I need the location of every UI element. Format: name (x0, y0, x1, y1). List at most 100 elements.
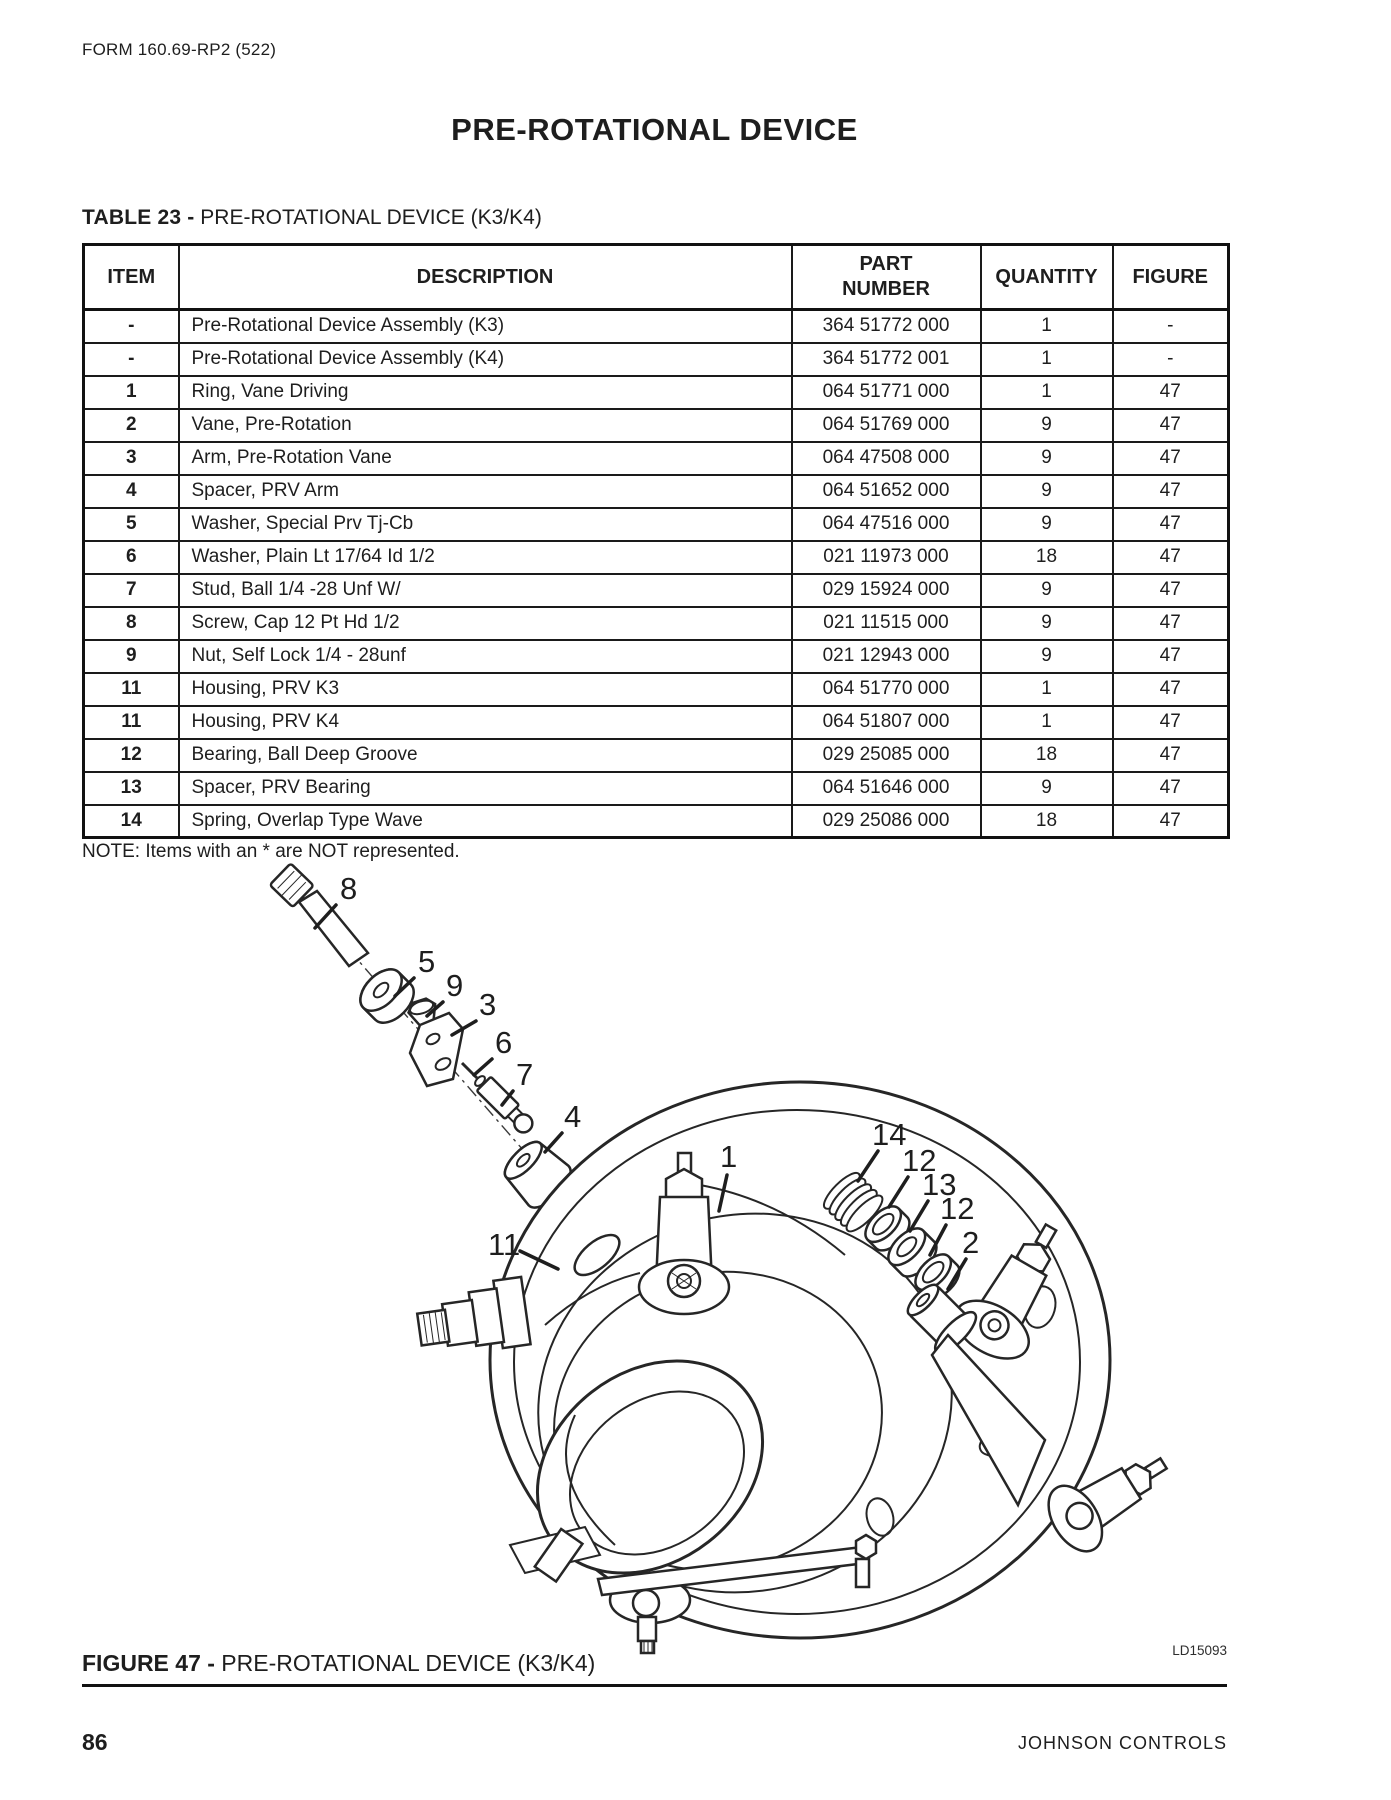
table-body: -Pre-Rotational Device Assembly (K3)364 … (82, 308, 1230, 839)
col-header-quantity: QUANTITY (979, 243, 1114, 311)
cell-quantity: 9 (979, 506, 1114, 542)
callout-3: 3 (479, 987, 496, 1022)
footer-brand: JOHNSON CONTROLS (1017, 1733, 1227, 1753)
table-caption: TABLE 23 - PRE-ROTATIONAL DEVICE (K3/K4) (82, 206, 542, 230)
cell-item: 1 (82, 374, 180, 410)
cell-description: Stud, Ball 1/4 -28 Unf W/ (177, 572, 793, 608)
cell-item: 2 (82, 407, 180, 443)
page-number: 86 (82, 1729, 108, 1755)
cell-description: Pre-Rotational Device Assembly (K4) (177, 341, 793, 377)
cell-figure: 47 (1111, 440, 1230, 476)
cell-item: - (82, 308, 180, 344)
col-header-part-number: PART NUMBER (790, 243, 982, 311)
col-header-figure: FIGURE (1111, 243, 1230, 311)
cell-figure: 47 (1111, 506, 1230, 542)
cell-part-number: 064 51646 000 (790, 770, 982, 806)
cell-part-number: 021 12943 000 (790, 638, 982, 674)
cell-figure: 47 (1111, 407, 1230, 443)
figure-caption-text: PRE-ROTATIONAL DEVICE (K3/K4) (214, 1650, 596, 1676)
cell-item: 8 (82, 605, 180, 641)
cell-part-number: 029 25086 000 (790, 803, 982, 839)
cell-quantity: 9 (979, 440, 1114, 476)
cell-quantity: 18 (979, 803, 1114, 839)
cell-quantity: 9 (979, 638, 1114, 674)
cell-quantity: 9 (979, 407, 1114, 443)
cell-item: 4 (82, 473, 180, 509)
callout-9: 9 (446, 968, 463, 1003)
cell-description: Nut, Self Lock 1/4 - 28unf (177, 638, 793, 674)
cell-part-number: 064 51652 000 (790, 473, 982, 509)
cell-description: Spacer, PRV Arm (177, 473, 793, 509)
page-title: PRE-ROTATIONAL DEVICE (451, 112, 858, 147)
cell-quantity: 1 (979, 671, 1114, 707)
callout-12a: 12 (902, 1143, 936, 1178)
cell-quantity: 1 (979, 308, 1114, 344)
callout-5: 5 (418, 944, 435, 979)
cell-quantity: 18 (979, 737, 1114, 773)
callout-6: 6 (495, 1025, 512, 1060)
part-vane-2 (906, 1283, 1047, 1508)
parts-table-container: ITEM DESCRIPTION PART NUMBER QUANTITY FI… (82, 243, 1230, 839)
cell-quantity: 1 (979, 374, 1114, 410)
cell-item: 6 (82, 539, 180, 575)
cell-part-number: 064 47516 000 (790, 506, 982, 542)
col-header-item: ITEM (82, 243, 180, 311)
vane-arm-assembly-lower-right (1047, 1456, 1169, 1553)
vane-arm-assembly-top (637, 1151, 731, 1316)
cell-part-number: 064 51770 000 (790, 671, 982, 707)
col-header-description: DESCRIPTION (177, 243, 793, 311)
callout-8: 8 (340, 871, 357, 906)
table-header-row: ITEM DESCRIPTION PART NUMBER QUANTITY FI… (82, 243, 1230, 311)
table-note: NOTE: Items with an * are NOT represente… (82, 841, 460, 862)
cell-item: 12 (82, 737, 180, 773)
cell-figure: 47 (1111, 572, 1230, 608)
cell-description: Washer, Plain Lt 17/64 Id 1/2 (177, 539, 793, 575)
cell-figure: 47 (1111, 374, 1230, 410)
cell-quantity: 9 (979, 770, 1114, 806)
cell-description: Pre-Rotational Device Assembly (K3) (177, 308, 793, 344)
cell-figure: 47 (1111, 704, 1230, 740)
cell-item: 13 (82, 770, 180, 806)
cell-quantity: 9 (979, 572, 1114, 608)
cell-description: Spacer, PRV Bearing (177, 770, 793, 806)
cell-quantity: 9 (979, 605, 1114, 641)
cell-figure: - (1111, 308, 1230, 344)
cell-description: Housing, PRV K3 (177, 671, 793, 707)
cell-description: Spring, Overlap Type Wave (177, 803, 793, 839)
cell-quantity: 18 (979, 539, 1114, 575)
cell-quantity: 9 (979, 473, 1114, 509)
cell-part-number: 064 51771 000 (790, 374, 982, 410)
figure-caption: FIGURE 47 - PRE-ROTATIONAL DEVICE (K3/K4… (82, 1650, 595, 1677)
cell-part-number: 029 25085 000 (790, 737, 982, 773)
cell-figure: 47 (1111, 473, 1230, 509)
part-arm-3 (408, 1011, 465, 1088)
cell-part-number: 064 47508 000 (790, 440, 982, 476)
cell-item: 7 (82, 572, 180, 608)
callout-2: 2 (962, 1225, 979, 1260)
cell-part-number: 021 11515 000 (790, 605, 982, 641)
cell-part-number: 364 51772 001 (790, 341, 982, 377)
callout-12b: 12 (940, 1191, 974, 1226)
figure-caption-number: FIGURE 47 - (82, 1650, 215, 1676)
callout-1: 1 (720, 1139, 737, 1174)
exploded-view-figure: 8 5 9 3 6 7 4 1 11 14 12 13 12 (269, 863, 1169, 1655)
cell-part-number: 064 51807 000 (790, 704, 982, 740)
cell-figure: 47 (1111, 803, 1230, 839)
callout-11: 11 (488, 1227, 520, 1262)
cell-item: 14 (82, 803, 180, 839)
cell-figure: - (1111, 341, 1230, 377)
cell-description: Screw, Cap 12 Pt Hd 1/2 (177, 605, 793, 641)
cell-quantity: 1 (979, 341, 1114, 377)
callout-4: 4 (564, 1099, 581, 1134)
